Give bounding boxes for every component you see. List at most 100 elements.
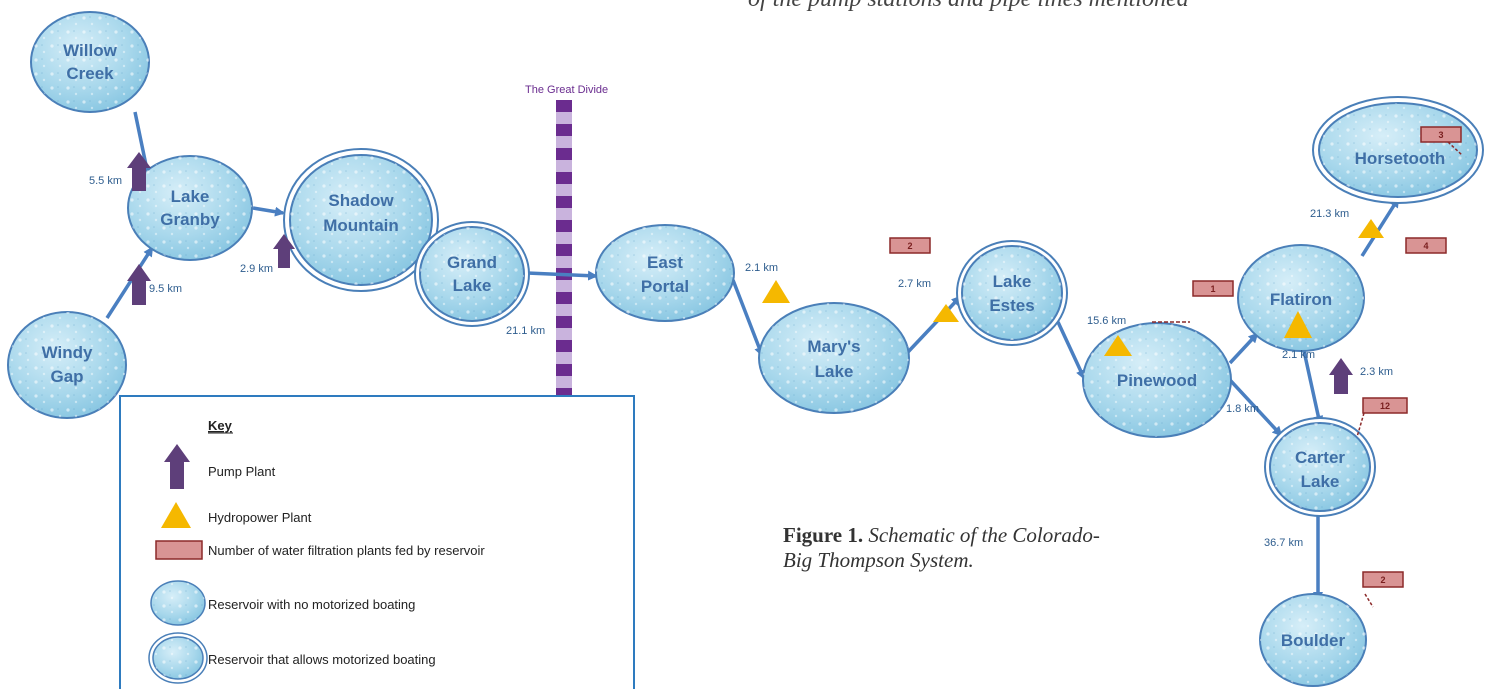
key-no-motor-label: Reservoir with no motorized boating (208, 597, 415, 612)
reservoir-shadow-mountain: Shadow Mountain (283, 148, 439, 292)
pump-icon (1329, 358, 1353, 394)
svg-text:Grand: Grand (447, 253, 497, 272)
divide-dash (556, 124, 572, 136)
arrow-flatiron-horsetooth (1360, 197, 1400, 257)
reservoir-east-portal: East Portal (595, 224, 735, 322)
reservoir-marys-lake: Mary's Lake (758, 302, 910, 414)
arrow-pinewood-carter (1228, 378, 1283, 437)
hydro-icon (161, 502, 191, 528)
arrow-windy-granby (105, 246, 154, 319)
key-title: Key (208, 418, 233, 433)
svg-text:Lake: Lake (171, 187, 210, 206)
hydro-icon (933, 304, 959, 322)
reservoir-grand-lake: Grand Lake (414, 221, 530, 327)
svg-text:Windy: Windy (42, 343, 93, 362)
arrow-marys-estes (906, 295, 962, 354)
svg-text:Mountain: Mountain (323, 216, 399, 235)
flag-marys: 2 (889, 237, 931, 254)
distance-grand-portal: 21.1 km (506, 325, 545, 337)
distance-pump-carter: 2.3 km (1360, 366, 1393, 378)
svg-text:2: 2 (907, 241, 912, 251)
reservoir-willow-creek: Willow Creek (30, 11, 150, 113)
svg-text:12: 12 (1380, 401, 1390, 411)
arrow-granby-shadow (252, 206, 285, 217)
divide-dash (556, 172, 572, 184)
svg-text:3: 3 (1438, 130, 1443, 140)
distance-portal-marys: 2.1 km (745, 262, 778, 274)
svg-text:Lake: Lake (453, 276, 492, 295)
svg-text:Estes: Estes (989, 296, 1034, 315)
flag-carter: 12 (1356, 397, 1408, 438)
figure-caption: Figure 1. Schematic of the Colorado-Big … (783, 523, 1103, 573)
flag-pinewood: 1 (1152, 280, 1234, 323)
divide-dash (556, 100, 572, 112)
filtration-flag-icon (155, 540, 203, 560)
reservoir-carter-lake: Carter Lake (1264, 417, 1376, 517)
svg-text:2: 2 (1380, 575, 1385, 585)
arrow-portal-marys (731, 279, 764, 357)
divide-dash (556, 340, 572, 352)
distance-flatiron-horsetooth: 21.3 km (1310, 208, 1349, 220)
distance-estes-pinewood: 15.6 km (1087, 315, 1126, 327)
distance-pinewood-carter: 1.8 km (1226, 403, 1259, 415)
distance-marys-estes: 2.7 km (898, 278, 931, 290)
divide-dash (556, 364, 572, 376)
flag-boulder: 2 (1362, 571, 1404, 608)
pump-plants (127, 152, 1353, 394)
svg-text:Creek: Creek (66, 64, 114, 83)
svg-text:Pinewood: Pinewood (1117, 371, 1197, 390)
pump-icon (164, 444, 190, 489)
divide-dash (556, 292, 572, 304)
svg-text:Mary's: Mary's (807, 337, 860, 356)
svg-text:Portal: Portal (641, 277, 689, 296)
svg-text:Carter: Carter (1295, 448, 1345, 467)
hydro-icon (762, 280, 790, 303)
pump-icon (273, 234, 295, 268)
distance-windy-granby: 9.5 km (149, 283, 182, 295)
reservoir-windy-gap: Windy Gap (7, 311, 127, 419)
key-motor-label: Reservoir that allows motorized boating (208, 652, 436, 667)
svg-text:Lake: Lake (993, 272, 1032, 291)
distance-granby-shadow: 2.9 km (240, 263, 273, 275)
flag-horsetooth: 3 (1420, 126, 1463, 156)
key-filtration-label: Number of water filtration plants fed by… (208, 543, 485, 558)
svg-text:East: East (647, 253, 683, 272)
key-pump-label: Pump Plant (208, 464, 276, 479)
divide-dash (556, 220, 572, 232)
hydro-icon (1284, 311, 1312, 338)
reservoir-pinewood: Pinewood (1082, 322, 1232, 438)
hydro-icon (1104, 335, 1132, 356)
distance-carter-boulder: 36.7 km (1264, 537, 1303, 549)
key-hydro-label: Hydropower Plant (208, 510, 312, 525)
flag-flatiron: 4 (1405, 237, 1447, 254)
legend-key: Key Pump Plant Hydropower Plant Number o… (119, 395, 635, 689)
svg-text:Flatiron: Flatiron (1270, 290, 1332, 309)
reservoir-lake-granby: Lake Granby (127, 155, 253, 261)
svg-text:1: 1 (1210, 284, 1215, 294)
flow-arrows (105, 111, 1400, 602)
svg-text:Horsetooth: Horsetooth (1355, 149, 1446, 168)
arrow-flatiron-carter (1302, 350, 1324, 426)
divide-dash (556, 244, 572, 256)
arrow-grand-portal (526, 270, 598, 281)
distance-labels: 5.5 km 9.5 km 2.9 km 21.1 km 2.1 km 2.7 … (89, 175, 1393, 549)
reservoir-flatiron: Flatiron (1237, 244, 1365, 352)
pump-icon (127, 264, 151, 305)
arrow-estes-pinewood (1056, 321, 1086, 380)
svg-text:Gap: Gap (50, 367, 83, 386)
divide-dash (556, 148, 572, 160)
svg-text:Granby: Granby (160, 210, 220, 229)
svg-text:Boulder: Boulder (1281, 631, 1346, 650)
filtration-flags: 2 1 3 4 12 2 (889, 126, 1463, 608)
svg-text:Lake: Lake (815, 362, 854, 381)
arrow-pinewood-flatiron (1228, 332, 1259, 365)
svg-text:4: 4 (1423, 241, 1428, 251)
great-divide-line (556, 100, 572, 400)
hydro-plants (762, 219, 1384, 356)
reservoir-lake-estes: Lake Estes (956, 240, 1068, 346)
top-text-fragment: of the pump stations and pipe lines ment… (748, 0, 1189, 13)
hydro-icon (1358, 219, 1384, 238)
pump-icon (127, 152, 151, 191)
reservoir-boulder: Boulder (1259, 593, 1367, 687)
